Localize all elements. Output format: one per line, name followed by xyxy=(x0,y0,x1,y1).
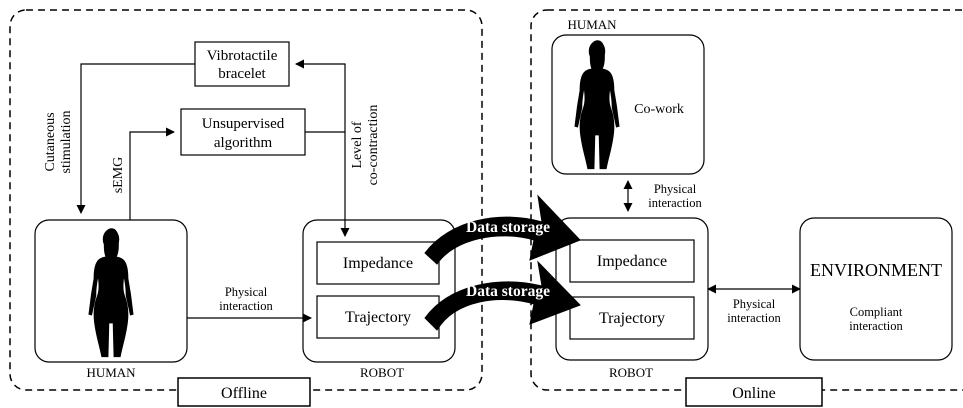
semg-arrow xyxy=(129,127,175,220)
online-impedance-box xyxy=(569,239,695,283)
cocontraction-to-bracelet-arrow xyxy=(295,59,346,132)
data-storage-arrows: Data storage Data storage xyxy=(424,194,581,331)
online-panel: HUMAN Co-work Physical interaction Imped… xyxy=(530,9,963,407)
physical-interaction-label-line1: Physical xyxy=(225,285,268,299)
environment-box: ENVIRONMENT Compliant interaction xyxy=(799,217,953,361)
offline-robot-label: ROBOT xyxy=(360,365,404,380)
level-label-line2: co-contraction xyxy=(366,105,381,186)
data-storage-label-1: Data storage xyxy=(466,219,550,236)
unsupervised-label-line1: Unsupervised xyxy=(202,116,285,132)
compliant-label-line2: interaction xyxy=(849,319,903,333)
cutaneous-label-line2: stimulation xyxy=(59,111,74,174)
vibrotactile-label-line2: bracelet xyxy=(218,66,266,82)
offline-human-box xyxy=(34,219,188,363)
offline-robot-box: Impedance Trajectory xyxy=(302,219,456,363)
online-impedance-label: Impedance xyxy=(597,253,667,270)
offline-human-label: HUMAN xyxy=(86,365,136,380)
offline-impedance-box xyxy=(316,241,440,285)
offline-mode-label: Offline xyxy=(221,385,267,402)
offline-mode-tab xyxy=(177,377,311,407)
online-human-label: HUMAN xyxy=(567,17,617,32)
physical-interaction-label-line2: interaction xyxy=(219,299,273,313)
environment-label: ENVIRONMENT xyxy=(810,260,942,280)
cutaneous-label-line1: Cutaneous xyxy=(43,112,58,171)
data-storage-arrow-impedance: Data storage xyxy=(424,194,581,265)
online-robot-box: Impedance Trajectory xyxy=(555,217,709,361)
online-horizontal-interaction-line2: interaction xyxy=(727,311,781,325)
cutaneous-arrow xyxy=(76,63,195,214)
online-robot-label: ROBOT xyxy=(609,365,653,380)
offline-trajectory-box xyxy=(316,295,440,339)
semg-label: sEMG xyxy=(111,157,126,194)
online-vertical-interaction-line2: interaction xyxy=(648,196,702,210)
level-label-line1: Level of xyxy=(350,121,365,168)
data-storage-arrow-trajectory: Data storage xyxy=(424,260,581,331)
online-trajectory-box xyxy=(569,296,695,340)
online-trajectory-label: Trajectory xyxy=(599,310,665,327)
online-horizontal-interaction-line1: Physical xyxy=(733,297,776,311)
offline-impedance-label: Impedance xyxy=(343,255,413,272)
cowork-label: Co-work xyxy=(634,102,684,117)
online-mode-tab xyxy=(685,377,823,407)
online-dashed-frame xyxy=(530,9,963,391)
online-mode-label: Online xyxy=(732,385,776,402)
vibrotactile-label-line1: Vibrotactile xyxy=(207,48,278,64)
offline-trajectory-label: Trajectory xyxy=(345,309,411,326)
compliant-label-line1: Compliant xyxy=(850,305,903,319)
data-storage-label-2: Data storage xyxy=(466,283,550,300)
unsupervised-algorithm-box: Unsupervised algorithm xyxy=(180,108,306,156)
offline-panel: Vibrotactile bracelet Unsupervised algor… xyxy=(9,9,483,407)
online-vertical-interaction-line1: Physical xyxy=(654,182,697,196)
vibrotactile-bracelet-box: Vibrotactile bracelet xyxy=(194,41,290,87)
unsupervised-label-line2: algorithm xyxy=(214,135,273,151)
online-human-box: Co-work xyxy=(551,34,705,175)
offline-connectors xyxy=(76,59,350,323)
